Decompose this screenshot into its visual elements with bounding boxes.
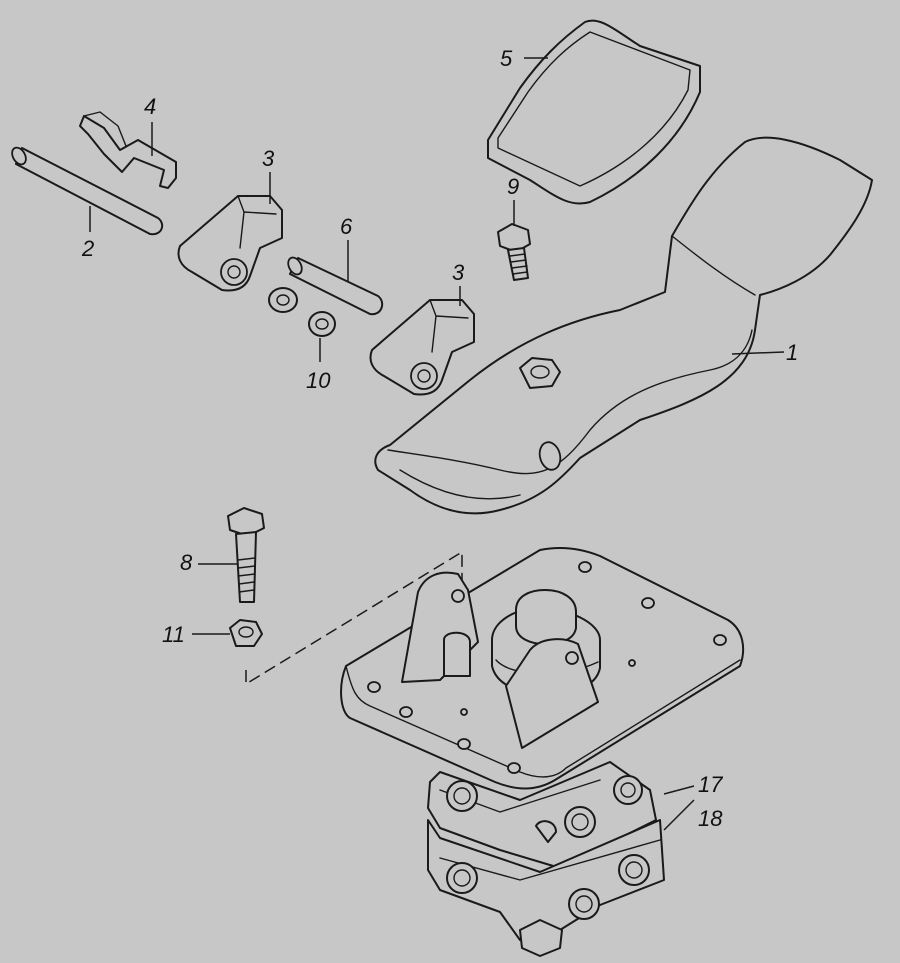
fork-bracket-3-right bbox=[369, 299, 475, 396]
callout-6: 6 bbox=[340, 214, 353, 239]
pedal-pad-cover bbox=[487, 19, 701, 205]
bolt-9 bbox=[497, 223, 531, 281]
pin-2 bbox=[11, 146, 164, 236]
brake-valve-assembly bbox=[340, 547, 745, 957]
pin-6 bbox=[287, 256, 384, 316]
callout-11: 11 bbox=[162, 622, 185, 647]
nut-11 bbox=[229, 619, 263, 647]
callout-4: 4 bbox=[144, 94, 156, 119]
callout-10: 10 bbox=[306, 368, 331, 393]
callout-2: 2 bbox=[81, 236, 94, 261]
bolt-8 bbox=[227, 507, 265, 603]
spring-clip-4 bbox=[79, 111, 177, 189]
callout-17: 17 bbox=[698, 772, 723, 797]
leader-lines bbox=[89, 57, 785, 831]
washer-10 bbox=[308, 311, 336, 337]
callout-3-right: 3 bbox=[452, 260, 465, 285]
callout-1: 1 bbox=[786, 340, 798, 365]
washer-left bbox=[268, 287, 298, 313]
callout-3-left: 3 bbox=[262, 146, 275, 171]
callouts: 5 4 3 9 6 2 3 1 10 8 11 17 18 bbox=[81, 46, 798, 831]
fork-bracket-3-left bbox=[177, 195, 283, 292]
callout-5: 5 bbox=[500, 46, 513, 71]
pedal-lever bbox=[374, 136, 873, 515]
lever-nut bbox=[519, 357, 561, 389]
callout-18: 18 bbox=[698, 806, 723, 831]
callout-9: 9 bbox=[507, 174, 519, 199]
callout-8: 8 bbox=[180, 550, 193, 575]
